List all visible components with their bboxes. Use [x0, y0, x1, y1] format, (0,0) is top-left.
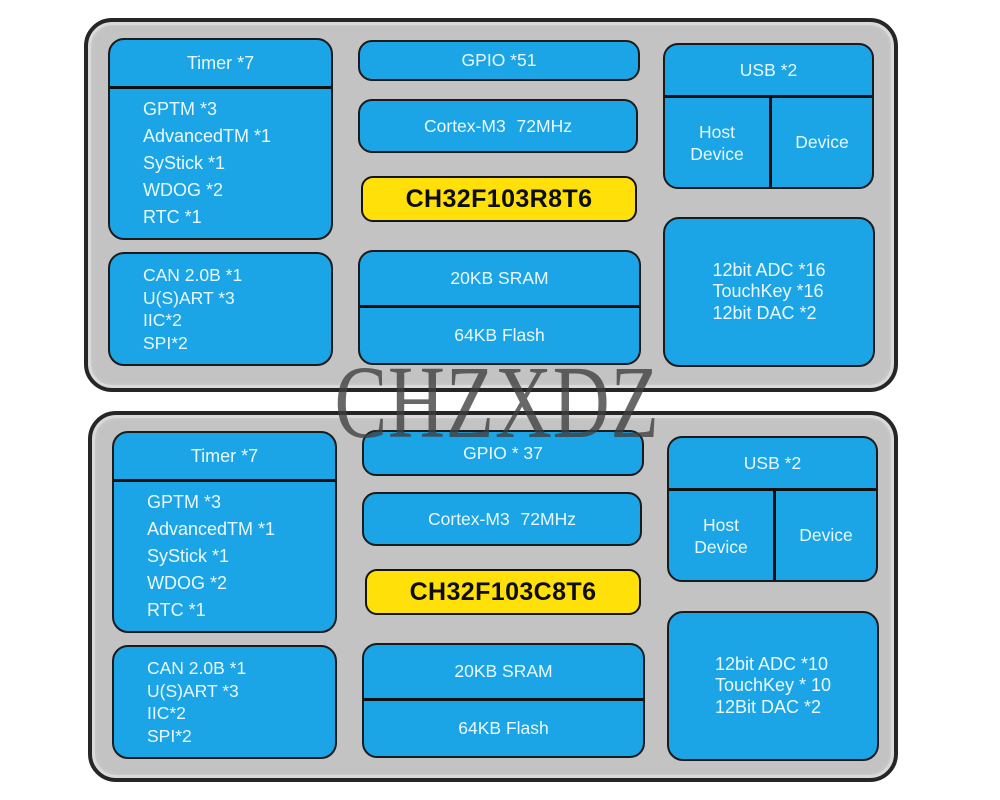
timer-header: Timer *7 — [110, 40, 331, 89]
gpio-block: GPIO *51 — [358, 40, 640, 81]
analog-list: 12bit ADC *10 TouchKey * 10 12Bit DAC *2 — [715, 654, 831, 719]
comm-block: CAN 2.0B *1 U(S)ART *3 IIC*2 SPI*2 — [112, 645, 337, 759]
analog-item: 12bit ADC *10 — [714, 653, 829, 674]
comm-item: SPI*2 — [147, 725, 192, 746]
timer-item: SyStick *1 — [143, 153, 226, 173]
analog-item: TouchKey * 10 — [714, 675, 832, 696]
comm-item: U(S)ART *3 — [147, 680, 239, 701]
memory-block: 20KB SRAM 64KB Flash — [358, 250, 641, 365]
usb-host-cell: Host Device — [694, 514, 748, 557]
cpu-block: Cortex-M3 72MHz — [362, 492, 642, 546]
analog-block: 12bit ADC *10 TouchKey * 10 12Bit DAC *2 — [667, 611, 879, 761]
chip-name-badge: CH32F103C8T6 — [365, 569, 641, 615]
usb-device-cell: Device — [769, 98, 872, 187]
analog-item: 12bit DAC *2 — [712, 302, 817, 323]
timer-item: GPTM *3 — [143, 99, 218, 119]
analog-item: 12Bit DAC *2 — [714, 696, 822, 717]
timer-item: AdvancedTM *1 — [143, 126, 272, 146]
timer-item: RTC *1 — [143, 207, 202, 227]
timer-block: Timer *7 GPTM *3 AdvancedTM *1 SyStick *… — [112, 431, 337, 633]
usb-header: USB *2 — [669, 438, 876, 491]
analog-block: 12bit ADC *16 TouchKey *16 12bit DAC *2 — [663, 217, 875, 367]
usb-header: USB *2 — [665, 45, 872, 98]
mcu-panel-ch32f103r8t6: Timer *7 GPTM *3 AdvancedTM *1 SyStick *… — [84, 18, 898, 392]
comm-item: SPI*2 — [143, 332, 188, 353]
comm-item: U(S)ART *3 — [143, 287, 235, 308]
timer-block: Timer *7 GPTM *3 AdvancedTM *1 SyStick *… — [108, 38, 333, 240]
comm-item: IIC*2 — [147, 703, 186, 723]
usb-block: USB *2 Host Device Device — [663, 43, 874, 189]
usb-block: USB *2 Host Device Device — [667, 436, 878, 582]
analog-item: 12bit ADC *16 — [712, 259, 826, 280]
memory-block: 20KB SRAM 64KB Flash — [362, 643, 645, 758]
timer-item: RTC *1 — [147, 600, 206, 620]
cpu-block: Cortex-M3 72MHz — [358, 99, 638, 153]
timer-list: GPTM *3 AdvancedTM *1 SyStick *1 WDOG *2… — [114, 482, 335, 631]
comm-item: IIC*2 — [143, 310, 182, 330]
timer-item: WDOG *2 — [143, 180, 224, 200]
comm-block: CAN 2.0B *1 U(S)ART *3 IIC*2 SPI*2 — [108, 252, 333, 366]
timer-item: GPTM *3 — [147, 492, 222, 512]
comm-item: CAN 2.0B *1 — [147, 658, 247, 678]
timer-header: Timer *7 — [114, 433, 335, 482]
gpio-block: GPIO * 37 — [362, 430, 644, 476]
mcu-panel-ch32f103c8t6: Timer *7 GPTM *3 AdvancedTM *1 SyStick *… — [88, 411, 898, 782]
usb-row: Host Device Device — [665, 98, 872, 187]
analog-list: 12bit ADC *16 TouchKey *16 12bit DAC *2 — [712, 260, 825, 325]
comm-item: CAN 2.0B *1 — [143, 265, 243, 285]
sram-cell: 20KB SRAM — [360, 252, 639, 308]
timer-item: AdvancedTM *1 — [147, 519, 276, 539]
flash-cell: 64KB Flash — [454, 325, 545, 345]
timer-list: GPTM *3 AdvancedTM *1 SyStick *1 WDOG *2… — [110, 89, 331, 238]
flash-cell: 64KB Flash — [458, 718, 549, 738]
analog-item: TouchKey *16 — [712, 281, 824, 302]
timer-item: WDOG *2 — [147, 573, 228, 593]
timer-item: SyStick *1 — [147, 546, 230, 566]
sram-cell: 20KB SRAM — [364, 645, 643, 701]
usb-host-cell: Host Device — [690, 121, 744, 164]
usb-device-cell: Device — [773, 491, 876, 580]
chip-name-badge: CH32F103R8T6 — [361, 176, 637, 222]
usb-row: Host Device Device — [669, 491, 876, 580]
